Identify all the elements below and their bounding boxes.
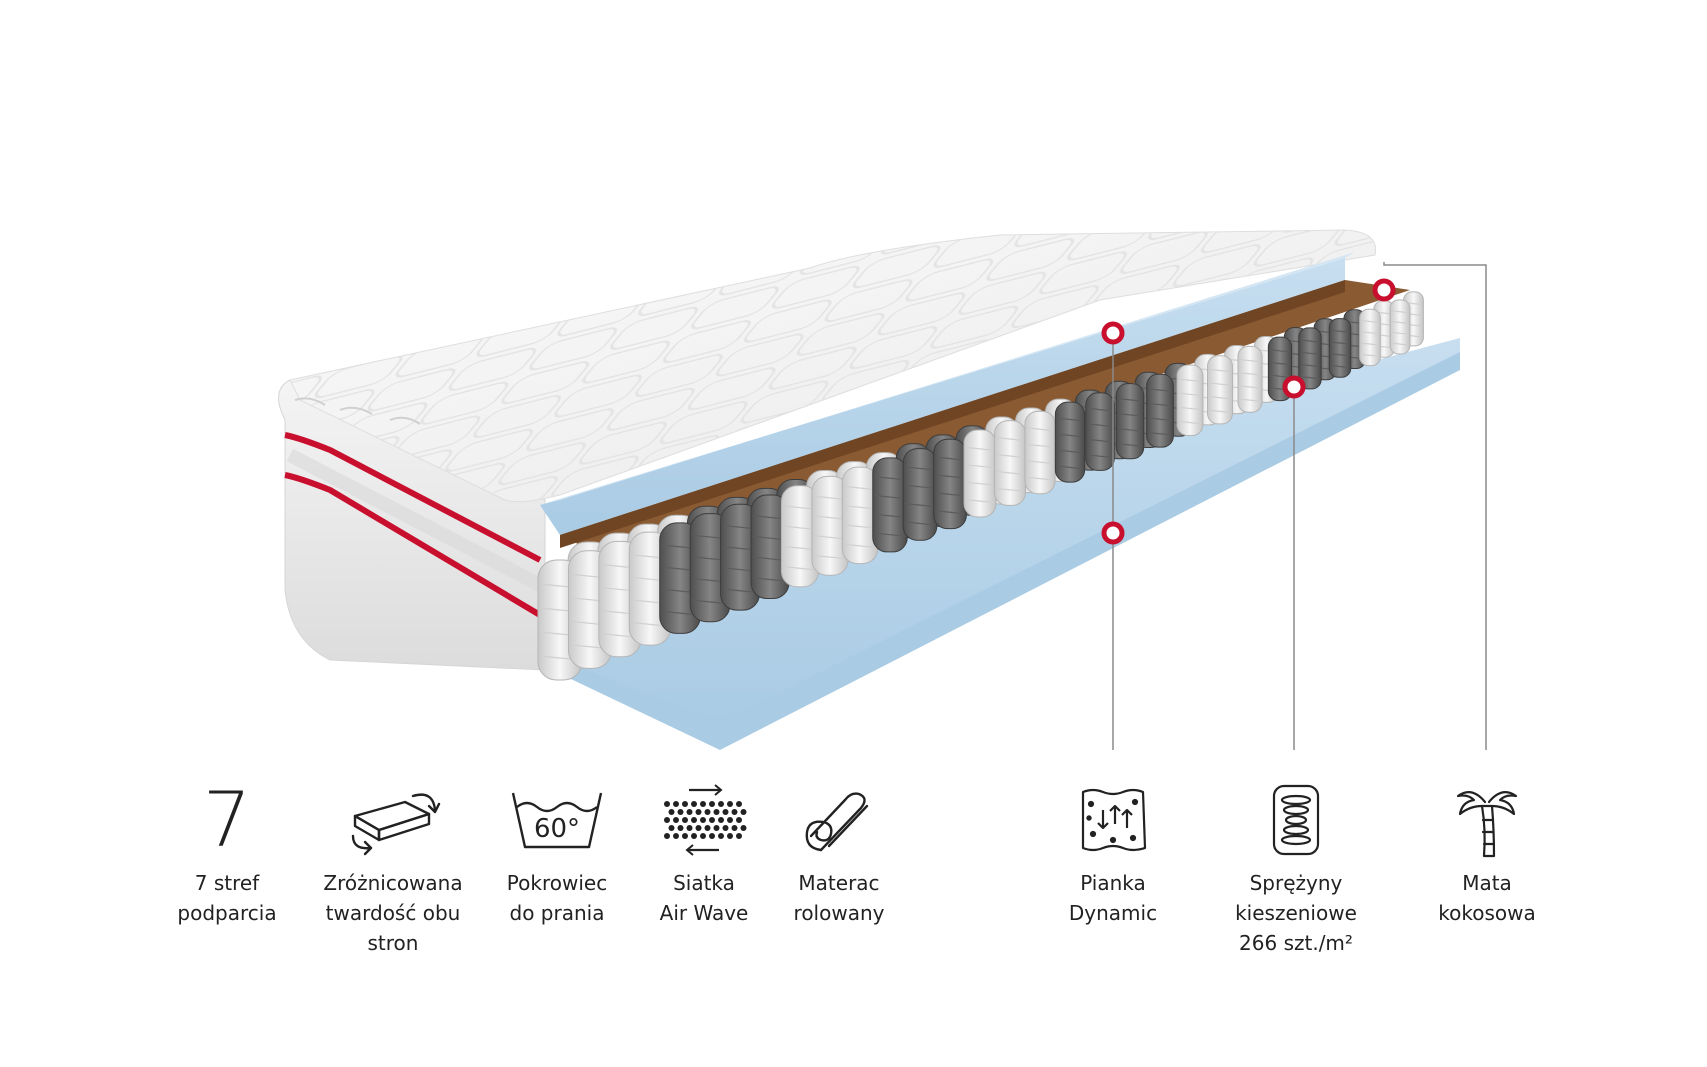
top-foam-layer — [540, 252, 1355, 535]
pocket-spring — [1054, 401, 1086, 483]
feature-label: Zróżnicowana twardość obu stron — [323, 871, 463, 955]
pocket-spring — [1389, 299, 1411, 355]
feature-label: Pokrowiec do prania — [506, 871, 608, 925]
feature-dual-firmness: Zróżnicowana twardość obu stron — [303, 780, 483, 958]
red-piping-lower — [284, 472, 542, 618]
pocket-springs-layer — [537, 291, 1424, 681]
pocket-spring — [993, 420, 1027, 506]
pocket-spring — [1328, 318, 1352, 378]
feature-washable-cover: 60° Pokrowiec do prania — [467, 780, 647, 928]
pocket-spring — [1024, 410, 1056, 495]
feature-pocket-springs: Sprężyny kieszeniowe 266 szt./m² — [1206, 780, 1386, 958]
feature-label: Sprężyny kieszeniowe 266 szt./m² — [1235, 871, 1357, 955]
mattress-cover — [278, 229, 1377, 671]
pocket-spring — [811, 475, 849, 576]
pocket-spring — [841, 466, 879, 565]
feature-rolled-mattress: Materac rolowany — [749, 780, 929, 928]
feature-label: 7 stref podparcia — [177, 871, 277, 925]
pocket-spring — [1359, 308, 1381, 367]
pocket-spring — [902, 448, 938, 541]
palm-tree-icon — [1397, 780, 1577, 860]
spring-icon — [1206, 780, 1386, 860]
layer-markers — [1101, 278, 1396, 545]
wash-60-icon: 60° — [467, 780, 647, 860]
pocket-spring — [872, 457, 908, 553]
base-foam-layer — [510, 338, 1460, 750]
rolled-mattress-icon — [749, 780, 929, 860]
leader-line-coconut — [1383, 262, 1487, 750]
number-7-icon: 7 — [202, 775, 252, 864]
foam-icon — [1023, 780, 1203, 860]
feature-label: Siatka Air Wave — [659, 871, 749, 925]
pocket-spring — [1237, 345, 1263, 413]
marker-foam-bottom — [1101, 521, 1125, 545]
feature-label: Materac rolowany — [793, 871, 885, 925]
pocket-spring — [1115, 383, 1145, 460]
feature-7-zones: 7 7 stref podparcia — [137, 780, 317, 928]
wash-temperature-text: 60° — [534, 814, 580, 844]
feature-label: Mata kokosowa — [1438, 871, 1536, 925]
feature-label: Pianka Dynamic — [1068, 871, 1158, 925]
feature-coconut-mat: Mata kokosowa — [1397, 780, 1577, 928]
marker-springs — [1282, 375, 1306, 399]
pocket-spring — [1176, 364, 1204, 436]
pocket-spring — [1298, 327, 1322, 390]
feature-air-wave-mesh: Siatka Air Wave — [614, 780, 794, 928]
pocket-spring — [689, 513, 731, 623]
marker-foam-top — [1101, 321, 1125, 345]
pocket-spring — [933, 438, 967, 530]
pocket-spring — [963, 429, 997, 518]
flip-mattress-icon — [303, 780, 483, 860]
red-piping-upper — [284, 432, 542, 563]
mesh-airflow-icon — [614, 780, 794, 860]
marker-coconut — [1372, 278, 1396, 302]
pocket-spring — [1085, 392, 1115, 471]
pocket-spring — [1207, 355, 1233, 425]
feature-dynamic-foam: Pianka Dynamic — [1023, 780, 1203, 928]
pocket-spring — [1146, 373, 1174, 448]
